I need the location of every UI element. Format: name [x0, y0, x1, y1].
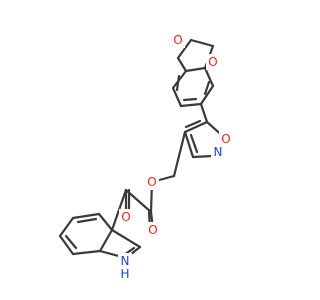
svg-text:H: H	[120, 267, 129, 281]
svg-text:O: O	[148, 223, 157, 237]
svg-text:O: O	[221, 132, 230, 146]
oxygen-atom-dioxole-left: O	[171, 32, 185, 48]
hydrogen-atom-indole: H	[118, 266, 132, 282]
bond-skeleton	[58, 38, 227, 260]
nitrogen-atom-isoxazole: N	[211, 144, 225, 160]
svg-text:O: O	[208, 55, 217, 69]
oxygen-atom-keto: O	[119, 209, 133, 225]
oxygen-atom-ester: O	[145, 174, 159, 190]
oxygen-atom-isoxazole: O	[219, 131, 233, 147]
chemical-structure: O O O N O O O N	[58, 32, 233, 282]
oxygen-atom-carbonyl: O	[146, 222, 160, 238]
svg-text:N: N	[214, 145, 223, 159]
atom-labels: O O O N O O O N	[118, 32, 233, 282]
svg-text:N: N	[121, 254, 130, 268]
svg-text:O: O	[147, 175, 156, 189]
svg-text:O: O	[173, 33, 182, 47]
oxygen-atom-dioxole-right: O	[206, 54, 220, 70]
svg-text:O: O	[121, 210, 130, 224]
nitrogen-atom-indole: N	[118, 253, 132, 269]
